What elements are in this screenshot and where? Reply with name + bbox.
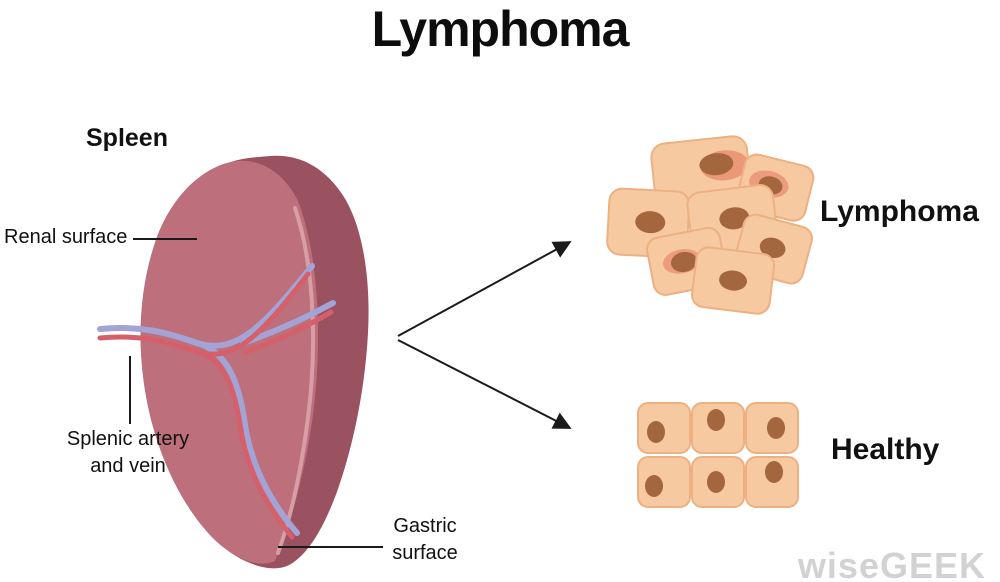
healthy-cell-nuclei	[645, 409, 785, 497]
gastric-surface-label-line2: surface	[392, 542, 458, 564]
cell-nucleus	[647, 421, 665, 443]
arrow-to-lymphoma-cells	[397, 241, 572, 337]
spleen-fold-ridge	[276, 206, 316, 555]
splenic-vessels-label: Splenic artery and vein	[38, 426, 218, 480]
spleen-label: Spleen	[86, 124, 168, 152]
label-pointer-lines	[129, 238, 383, 548]
lymphoma-cells-label: Lymphoma	[820, 195, 979, 228]
cell-nucleus	[645, 475, 663, 497]
lymphoma-cells-illustration	[606, 135, 815, 315]
spleen-body-shape	[140, 160, 318, 564]
cell-nucleus	[719, 207, 750, 230]
healthy-cells-label: Healthy	[831, 433, 940, 466]
cell-nucleus	[719, 270, 748, 291]
arrow-to-healthy-cells	[397, 339, 572, 429]
cell-nucleus	[759, 237, 786, 259]
cell-nucleus	[707, 471, 725, 493]
spleen-illustration	[97, 155, 369, 569]
cell-nucleus	[767, 417, 785, 439]
splenic-artery	[97, 271, 334, 540]
cell-nucleus	[635, 211, 666, 234]
comparison-arrows	[397, 241, 572, 429]
gastric-surface-label: Gastric surface	[380, 513, 470, 567]
watermark: wiseGEEK	[797, 545, 986, 582]
splenic-vessels-label-line1: Splenic artery	[66, 428, 190, 450]
page-title: Lymphoma	[371, 1, 630, 57]
splenic-vessels-label-line2: and vein	[90, 455, 166, 477]
cell-nucleus	[699, 153, 734, 176]
cell-nucleus	[707, 409, 725, 431]
cell-nucleus	[671, 251, 697, 273]
renal-surface-label: Renal surface	[4, 226, 128, 248]
cell-nucleus	[765, 461, 783, 483]
gastric-surface-label-line1: Gastric	[393, 515, 457, 537]
healthy-cells-illustration	[637, 402, 799, 508]
